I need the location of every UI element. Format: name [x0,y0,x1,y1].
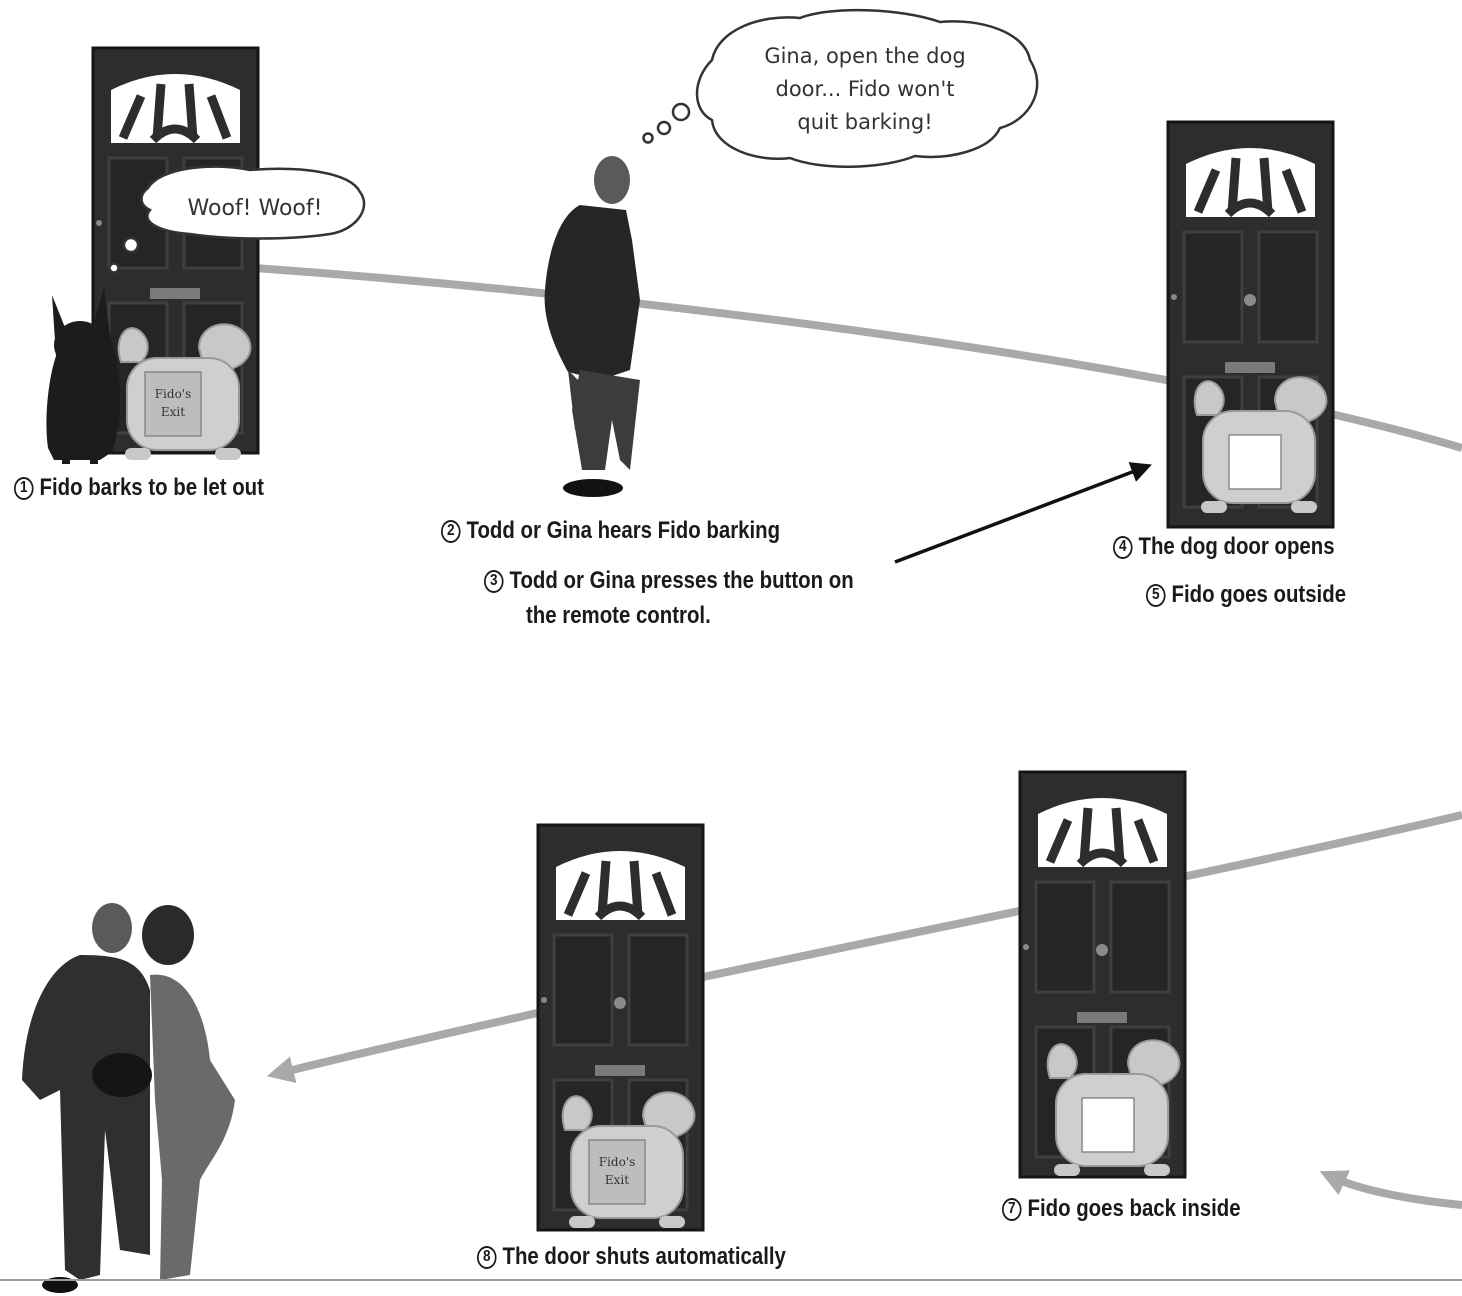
step-5-text: Fido goes outside [1172,581,1347,609]
step-1: 1 Fido barks to be let out [14,474,264,502]
step-1-text: Fido barks to be let out [40,474,264,502]
thought-line-3: quit barking! [730,106,1000,139]
step-8-number: 8 [477,1246,497,1269]
step-5-number: 5 [1146,584,1166,607]
step-7-text: Fido goes back inside [1028,1195,1241,1223]
flow-line-bottom [280,815,1462,1073]
pet-door-sign-line2: Exit [161,405,185,419]
step-3-text-line2: the remote control. [526,602,711,630]
pet-door-sign-line1: Fido's [155,387,192,401]
step-1-number: 1 [14,477,34,500]
couple-with-dog [22,903,235,1293]
step-4-text: The dog door opens [1139,533,1335,561]
return-arrow [1332,1177,1462,1205]
remote-control-arrow [895,466,1148,562]
step-2-text: Todd or Gina hears Fido barking [467,517,781,545]
step-2-number: 2 [441,520,461,543]
thought-line-1: Gina, open the dog [730,40,1000,73]
step-2: 2 Todd or Gina hears Fido barking [441,517,780,545]
step-3-number: 3 [484,570,504,593]
step-8-text: The door shuts automatically [503,1243,786,1271]
pet-door-sign-bottom-line2: Exit [605,1173,629,1187]
ground-line [0,1279,1462,1281]
woof-text: Woof! Woof! [170,192,340,225]
step-3: 3 Todd or Gina presses the button on [484,567,854,595]
step-4: 4 The dog door opens [1113,533,1335,561]
step-5: 5 Fido goes outside [1146,581,1346,609]
step-4-number: 4 [1113,536,1133,559]
man-walking-figure [545,156,640,497]
pet-door-sign-bottom-line1: Fido's [599,1155,636,1169]
step-7: 7 Fido goes back inside [1002,1195,1241,1223]
thought-line-2: door... Fido won't [730,73,1000,106]
step-7-number: 7 [1002,1198,1022,1221]
step-3-text: Todd or Gina presses the button on [510,567,854,595]
thought-text: Gina, open the dog door... Fido won't qu… [730,40,1000,139]
step-8: 8 The door shuts automatically [477,1243,786,1271]
